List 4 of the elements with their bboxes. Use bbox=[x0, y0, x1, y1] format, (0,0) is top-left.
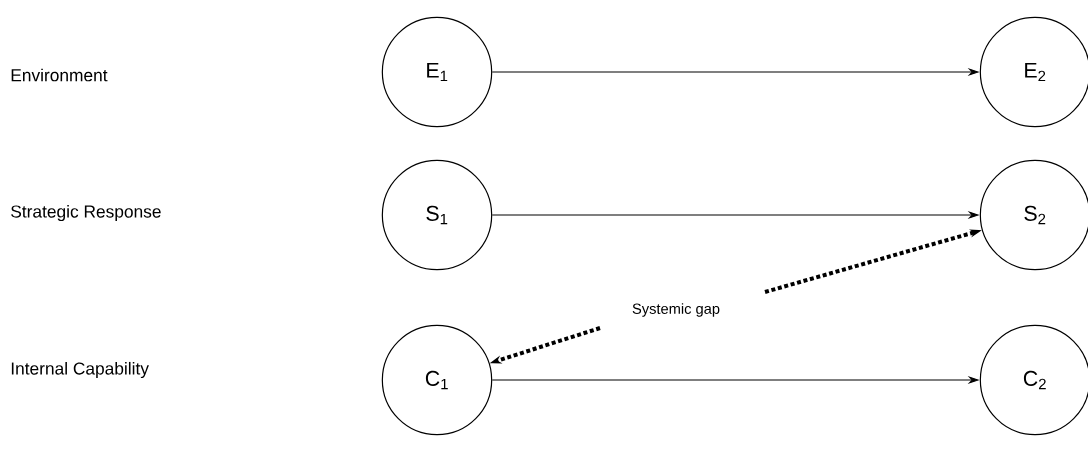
row-label: Strategic Response bbox=[11, 204, 161, 222]
row-label: Environment bbox=[11, 68, 108, 82]
row-label: Systemic gap bbox=[632, 303, 720, 317]
row-label: Internal Capability bbox=[11, 361, 149, 379]
